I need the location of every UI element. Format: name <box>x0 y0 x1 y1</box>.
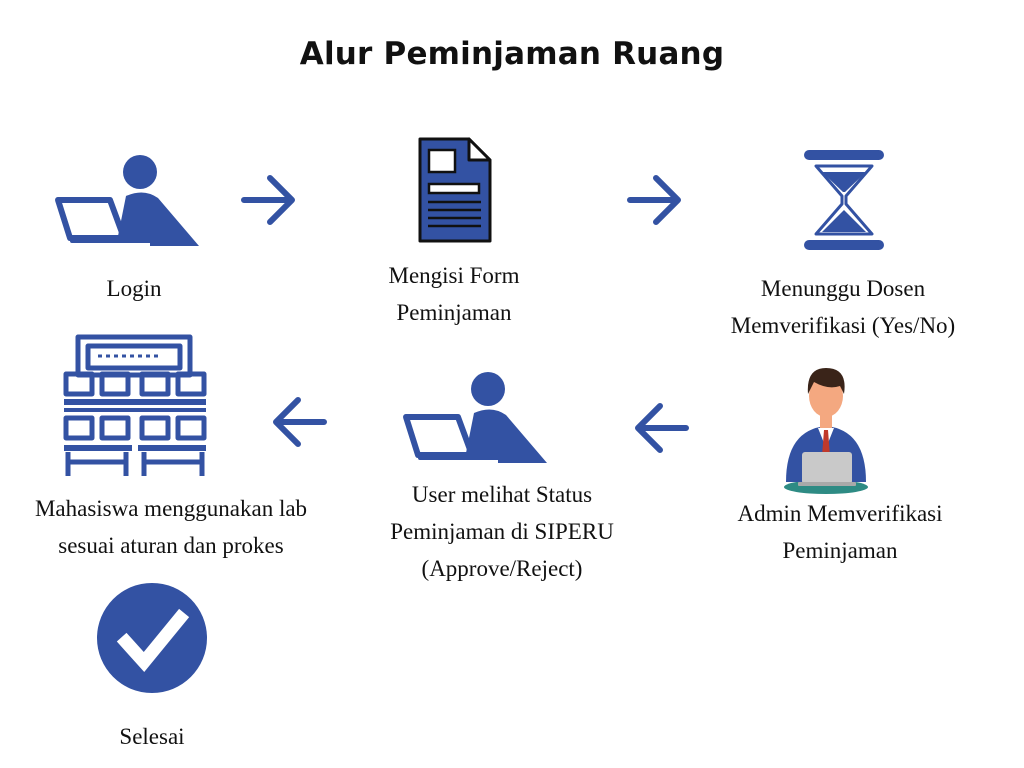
admin-at-laptop-icon <box>784 368 868 494</box>
diagram-title: Alur Peminjaman Ruang <box>299 36 725 72</box>
step-label-use-lab: Mahasiswa menggunakan lab sesuai aturan … <box>34 496 308 558</box>
hourglass-icon <box>804 150 884 250</box>
step-label-waiting: Menunggu Dosen Memverifikasi (Yes/No) <box>730 276 956 338</box>
arrow-right-icon <box>627 175 681 225</box>
step-label-check-status: User melihat Status Peminjaman di SIPERU… <box>390 482 614 581</box>
arrow-right-icon <box>241 175 295 225</box>
laptop-user-icon <box>55 155 199 246</box>
step-label-form: Mengisi Form Peminjaman <box>388 263 520 325</box>
document-form-icon <box>418 137 492 243</box>
checkmark-circle-icon <box>97 583 207 693</box>
step-label-admin-verify: Admin Memverifikasi Peminjaman <box>737 501 943 563</box>
arrow-left-icon <box>273 397 327 447</box>
computer-lab-icon <box>63 334 207 476</box>
step-label-done: Selesai <box>119 724 185 749</box>
step-label-login: Login <box>106 276 162 301</box>
arrow-left-icon <box>635 403 689 453</box>
laptop-user-icon <box>403 372 547 463</box>
